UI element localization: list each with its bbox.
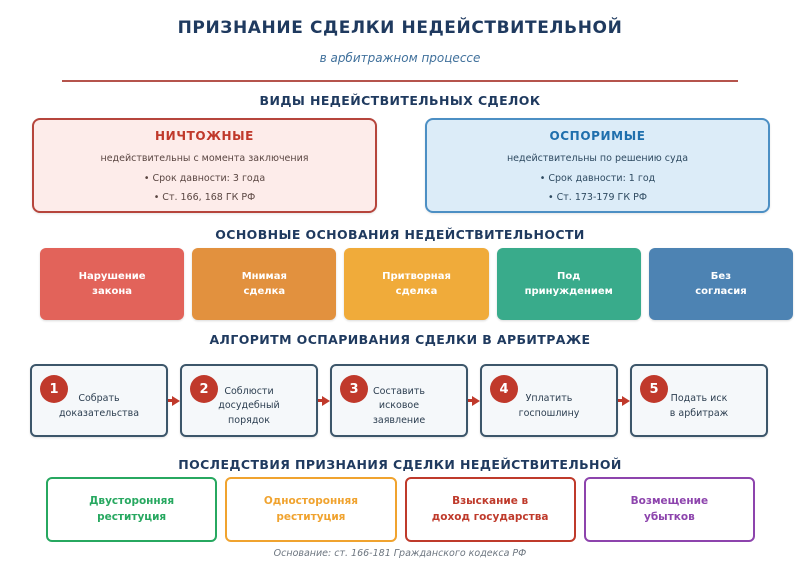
voidable-card-bullet: • Ст. 173-179 ГК РФ (547, 192, 647, 203)
page-title: ПРИЗНАНИЕ СДЕЛКИ НЕДЕЙСТВИТЕЛЬНОЙ (177, 18, 623, 38)
arrow-head (472, 395, 480, 406)
ground-box-without-consent: Без согласия (648, 248, 794, 320)
step-card-2: 2 Соблюсти досудебный порядок (180, 364, 318, 437)
arrow-tail (318, 399, 322, 402)
step-number-badge: 2 (190, 375, 218, 403)
ground-label: Притворная сделка (382, 270, 451, 298)
void-card-bullet: • Срок давности: 3 года (143, 173, 266, 184)
step-arrow-icon (168, 395, 180, 406)
consequences-row: Двусторонняя реституция Односторонняя ре… (46, 477, 755, 542)
grounds-row: Нарушение закона Мнимая сделка Притворна… (40, 248, 794, 320)
voidable-card-description: недействительны по решению суда (506, 153, 689, 164)
step-label: Подать иск в арбитраж (669, 393, 729, 419)
step-card-1: 1 Собрать доказательства (30, 364, 168, 437)
step-arrow-icon (618, 395, 630, 406)
consequence-box-state-recovery: Взыскание в доход государства (404, 477, 576, 542)
ground-box-law-violation: Нарушение закона (40, 248, 185, 320)
transaction-types-row: НИЧТОЖНЫЕ недействительны с момента закл… (32, 118, 770, 213)
page-subtitle: в арбитражном процессе (319, 51, 481, 65)
arrow-tail (618, 399, 622, 402)
arrow-head (322, 395, 330, 406)
voidable-card-title: ОСПОРИМЫЕ (549, 129, 646, 143)
step-card-5: 5 Подать иск в арбитраж (630, 364, 768, 437)
step-label: Составить исковое заявление (372, 386, 426, 426)
consequence-box-bilateral-restitution: Двусторонняя реституция (46, 477, 218, 542)
voidable-transactions-card: ОСПОРИМЫЕ недействительны по решению суд… (425, 118, 770, 213)
step-card-4: 4 Уплатить госпошлину (480, 364, 618, 437)
ground-label: Мнимая сделка (241, 270, 287, 298)
void-card-title: НИЧТОЖНЫЕ (155, 129, 254, 143)
step-card-3: 3 Составить исковое заявление (330, 364, 468, 437)
step-number-badge: 5 (640, 375, 668, 403)
step-arrow-icon (318, 395, 330, 406)
arrow-tail (168, 399, 172, 402)
algorithm-steps-row: 1 Собрать доказательства 2 Соблюсти досу… (30, 364, 768, 437)
arrow-head (172, 395, 180, 406)
step-number-badge: 3 (340, 375, 368, 403)
ground-box-sham-transaction: Мнимая сделка (192, 248, 337, 320)
step-number-badge: 1 (40, 375, 68, 403)
consequence-label: Двусторонняя реституция (89, 494, 175, 523)
consequence-label: Возмещение убытков (630, 494, 709, 523)
step-label: Уплатить госпошлину (518, 393, 580, 419)
void-transactions-card: НИЧТОЖНЫЕ недействительны с момента закл… (32, 118, 377, 213)
footer-note: Основание: ст. 166-181 Гражданского коде… (273, 548, 527, 559)
voidable-card-bullet: • Срок давности: 1 год (539, 173, 656, 184)
section-heading-grounds: ОСНОВНЫЕ ОСНОВАНИЯ НЕДЕЙСТВИТЕЛЬНОСТИ (215, 227, 585, 242)
consequence-box-damages-compensation: Возмещение убытков (583, 477, 755, 542)
section-heading-algorithm: АЛГОРИТМ ОСПАРИВАНИЯ СДЕЛКИ В АРБИТРАЖЕ (209, 332, 591, 347)
ground-box-under-duress: Под принуждением (496, 248, 641, 320)
arrow-head (622, 395, 630, 406)
step-number-badge: 4 (490, 375, 518, 403)
arrow-tail (468, 399, 472, 402)
consequence-label: Взыскание в доход государства (431, 494, 549, 523)
ground-box-feigned-transaction: Притворная сделка (344, 248, 489, 320)
section-heading-types: ВИДЫ НЕДЕЙСТВИТЕЛЬНЫХ СДЕЛОК (259, 93, 541, 108)
step-arrow-icon (468, 395, 480, 406)
step-label: Собрать доказательства (58, 393, 140, 419)
void-card-bullet: • Ст. 166, 168 ГК РФ (153, 192, 256, 203)
ground-label: Без согласия (695, 270, 747, 298)
consequence-box-unilateral-restitution: Односторонняя реституция (225, 477, 397, 542)
consequence-label: Односторонняя реституция (263, 494, 358, 523)
divider-line (62, 80, 738, 82)
ground-label: Под принуждением (524, 270, 613, 298)
void-card-description: недействительны с момента заключения (100, 153, 309, 164)
step-label: Соблюсти досудебный порядок (218, 386, 280, 426)
ground-label: Нарушение закона (78, 270, 146, 298)
section-heading-consequences: ПОСЛЕДСТВИЯ ПРИЗНАНИЯ СДЕЛКИ НЕДЕЙСТВИТЕ… (178, 457, 622, 472)
